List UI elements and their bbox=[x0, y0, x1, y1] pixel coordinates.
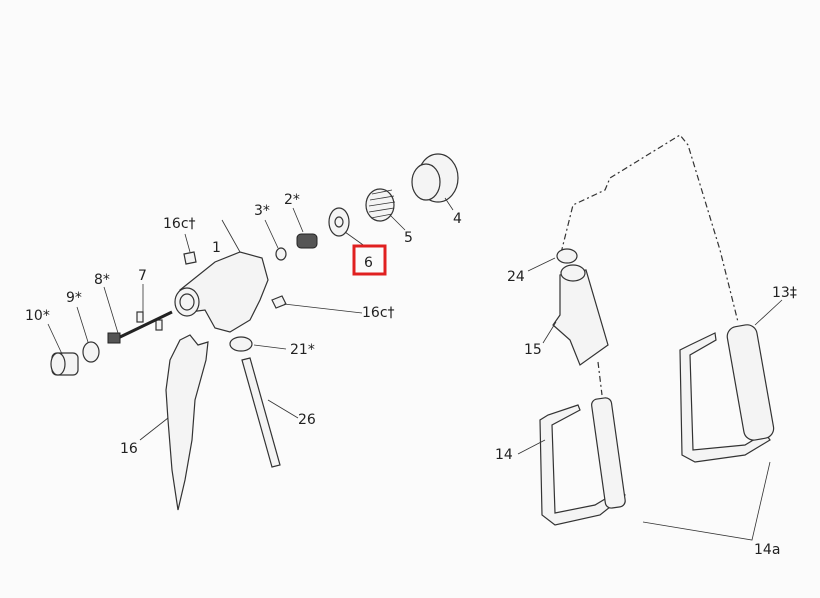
part-6-seat bbox=[328, 207, 350, 237]
part-14-handle bbox=[539, 397, 626, 526]
label-3: 3* bbox=[254, 203, 270, 219]
part-5-spring bbox=[365, 188, 396, 222]
part-10-tip bbox=[50, 352, 79, 376]
label-26: 26 bbox=[298, 412, 316, 428]
part-15-housing bbox=[552, 264, 609, 366]
label-4: 4 bbox=[453, 211, 462, 227]
part-26-filter bbox=[241, 357, 281, 468]
part-7-pin bbox=[136, 311, 144, 323]
part-24-ring bbox=[556, 248, 578, 264]
part-7-pin bbox=[155, 319, 163, 331]
label-21: 21* bbox=[290, 342, 315, 358]
part-16c-screw bbox=[271, 295, 287, 309]
label-16c-top: 16c† bbox=[163, 216, 196, 232]
part-4-nut bbox=[411, 153, 459, 203]
label-16c-right: 16c† bbox=[362, 305, 395, 321]
label-7: 7 bbox=[138, 268, 147, 284]
part-1-gun-body bbox=[174, 251, 269, 333]
label-16: 16 bbox=[120, 441, 138, 457]
part-8-needle bbox=[107, 310, 173, 344]
label-9: 9* bbox=[66, 290, 82, 306]
part-9-oring bbox=[82, 341, 100, 363]
assembly-solid-line bbox=[642, 461, 771, 541]
label-14a: 14a bbox=[754, 542, 780, 558]
part-13-handle bbox=[679, 324, 775, 463]
label-13: 13‡ bbox=[772, 285, 797, 301]
assembly-dash-line bbox=[597, 361, 603, 396]
label-10: 10* bbox=[25, 308, 50, 324]
highlight-box bbox=[352, 244, 387, 276]
part-16-trigger bbox=[165, 334, 209, 511]
label-6: 6 bbox=[364, 255, 373, 271]
part-16c-screw bbox=[183, 251, 197, 265]
part-2-fitting bbox=[296, 233, 318, 249]
label-1: 1 bbox=[212, 240, 221, 256]
part-21-ring bbox=[229, 336, 253, 352]
label-24: 24 bbox=[507, 269, 525, 285]
label-8: 8* bbox=[94, 272, 110, 288]
label-15: 15 bbox=[524, 342, 542, 358]
label-5: 5 bbox=[404, 230, 413, 246]
label-2: 2* bbox=[284, 192, 300, 208]
part-3-washer bbox=[275, 247, 287, 261]
label-14: 14 bbox=[495, 447, 513, 463]
